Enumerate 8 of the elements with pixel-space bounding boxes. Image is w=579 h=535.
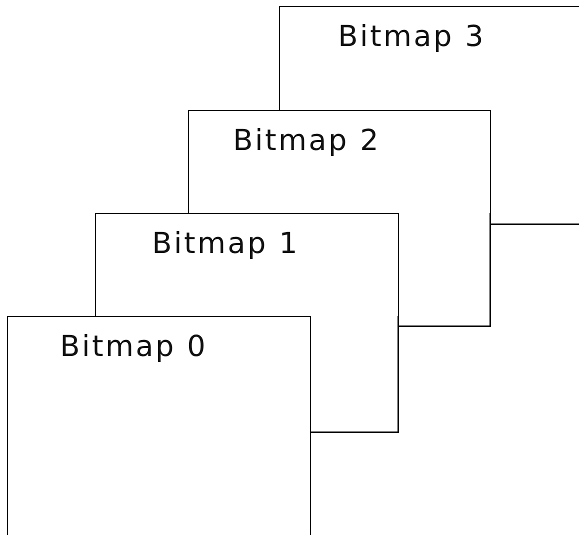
frame-label: Bitmap 0 — [60, 331, 208, 363]
bitmap-frame — [188, 110, 491, 213]
bitmap-frame — [279, 6, 579, 110]
frame-label: Bitmap 3 — [338, 21, 486, 53]
bitmap-frame — [95, 213, 399, 316]
frame-label: Bitmap 1 — [152, 228, 300, 260]
bitmap-frame — [7, 316, 311, 535]
frame-label: Bitmap 2 — [233, 125, 380, 157]
